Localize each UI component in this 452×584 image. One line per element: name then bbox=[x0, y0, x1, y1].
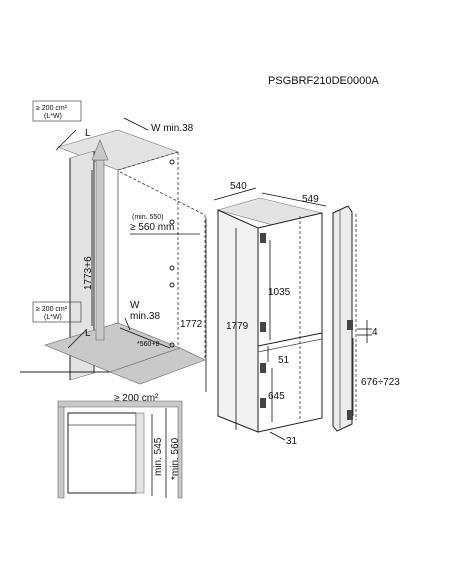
label-gap-51: 51 bbox=[278, 355, 290, 366]
airflow-arrow bbox=[91, 139, 109, 341]
svg-text:(L*W): (L*W) bbox=[44, 314, 62, 321]
bottom-dimension-group: L W min.38 bbox=[67, 300, 160, 349]
label-l-top: L bbox=[85, 128, 91, 139]
door-gap-dim: 4 bbox=[357, 320, 378, 343]
cabinet-niche bbox=[20, 129, 206, 385]
freezer-section-dim: 645 bbox=[268, 368, 285, 422]
label-w-bottom-1: W bbox=[130, 300, 140, 311]
gap-51-dim: 51 bbox=[267, 346, 290, 366]
label-niche-height: 1773+6 bbox=[83, 256, 94, 290]
label-fridge-width: 540 bbox=[230, 181, 247, 192]
detail-min-560-dim: *min. 560 bbox=[165, 408, 181, 498]
top-dimension-group: L W min.38 bbox=[55, 117, 194, 151]
appliance-depth-dim: 549 bbox=[261, 192, 327, 207]
label-fridge-section: 1035 bbox=[268, 287, 291, 298]
appliance-height-dim: 1779 bbox=[226, 228, 249, 430]
label-l-bottom: L bbox=[85, 328, 91, 339]
fridge-section-dim: 1035 bbox=[268, 240, 291, 340]
vent-label-top: ≥ 200 cm² (L*W) bbox=[32, 100, 82, 122]
label-min-550: (min. 550) bbox=[132, 214, 164, 221]
appliance-body bbox=[216, 197, 324, 433]
label-detail-545: min. 545 bbox=[153, 437, 164, 476]
label-min-560: ≥ 560 mm bbox=[130, 222, 174, 233]
label-w-bottom-2: min.38 bbox=[130, 311, 160, 322]
label-niche-width: *560+8 bbox=[137, 341, 159, 348]
cabinet-height-dim: 1772 bbox=[180, 218, 207, 392]
niche-width-dim: *560+8 bbox=[119, 327, 171, 349]
niche-height-dim: 1773+6 bbox=[83, 170, 94, 326]
detail-section bbox=[57, 400, 183, 499]
door-range-dim: 676÷723 bbox=[352, 338, 400, 416]
svg-text:≥ 200 cm²: ≥ 200 cm² bbox=[114, 393, 159, 404]
vent-label-bottom: ≥ 200 cm² bbox=[114, 393, 159, 404]
label-w-top: W min.38 bbox=[151, 123, 194, 134]
label-door-gap: 4 bbox=[372, 327, 378, 338]
appliance-width-dim: 540 bbox=[213, 181, 257, 201]
furniture-door bbox=[332, 205, 357, 432]
label-door-range: 676÷723 bbox=[361, 377, 400, 388]
min-depth-labels: (min. 550) ≥ 560 mm bbox=[130, 214, 200, 235]
label-fridge-depth: 549 bbox=[302, 194, 319, 205]
label-detail-560: *min. 560 bbox=[170, 437, 181, 480]
base-31-dim: 31 bbox=[269, 431, 298, 447]
detail-min-545-dim: min. 545 bbox=[151, 414, 164, 496]
svg-text:(L*W): (L*W) bbox=[44, 113, 62, 120]
label-freezer-section: 645 bbox=[268, 391, 285, 402]
model-code: PSGBRF210DE0000A bbox=[268, 75, 379, 87]
label-base-31: 31 bbox=[286, 436, 298, 447]
svg-text:≥ 200 cm²: ≥ 200 cm² bbox=[36, 105, 68, 112]
vent-label-mid: ≥ 200 cm² (L*W) bbox=[32, 301, 82, 323]
label-cabinet-height: 1772 bbox=[180, 319, 203, 330]
svg-text:≥ 200 cm²: ≥ 200 cm² bbox=[36, 306, 68, 313]
label-fridge-height: 1779 bbox=[226, 321, 249, 332]
